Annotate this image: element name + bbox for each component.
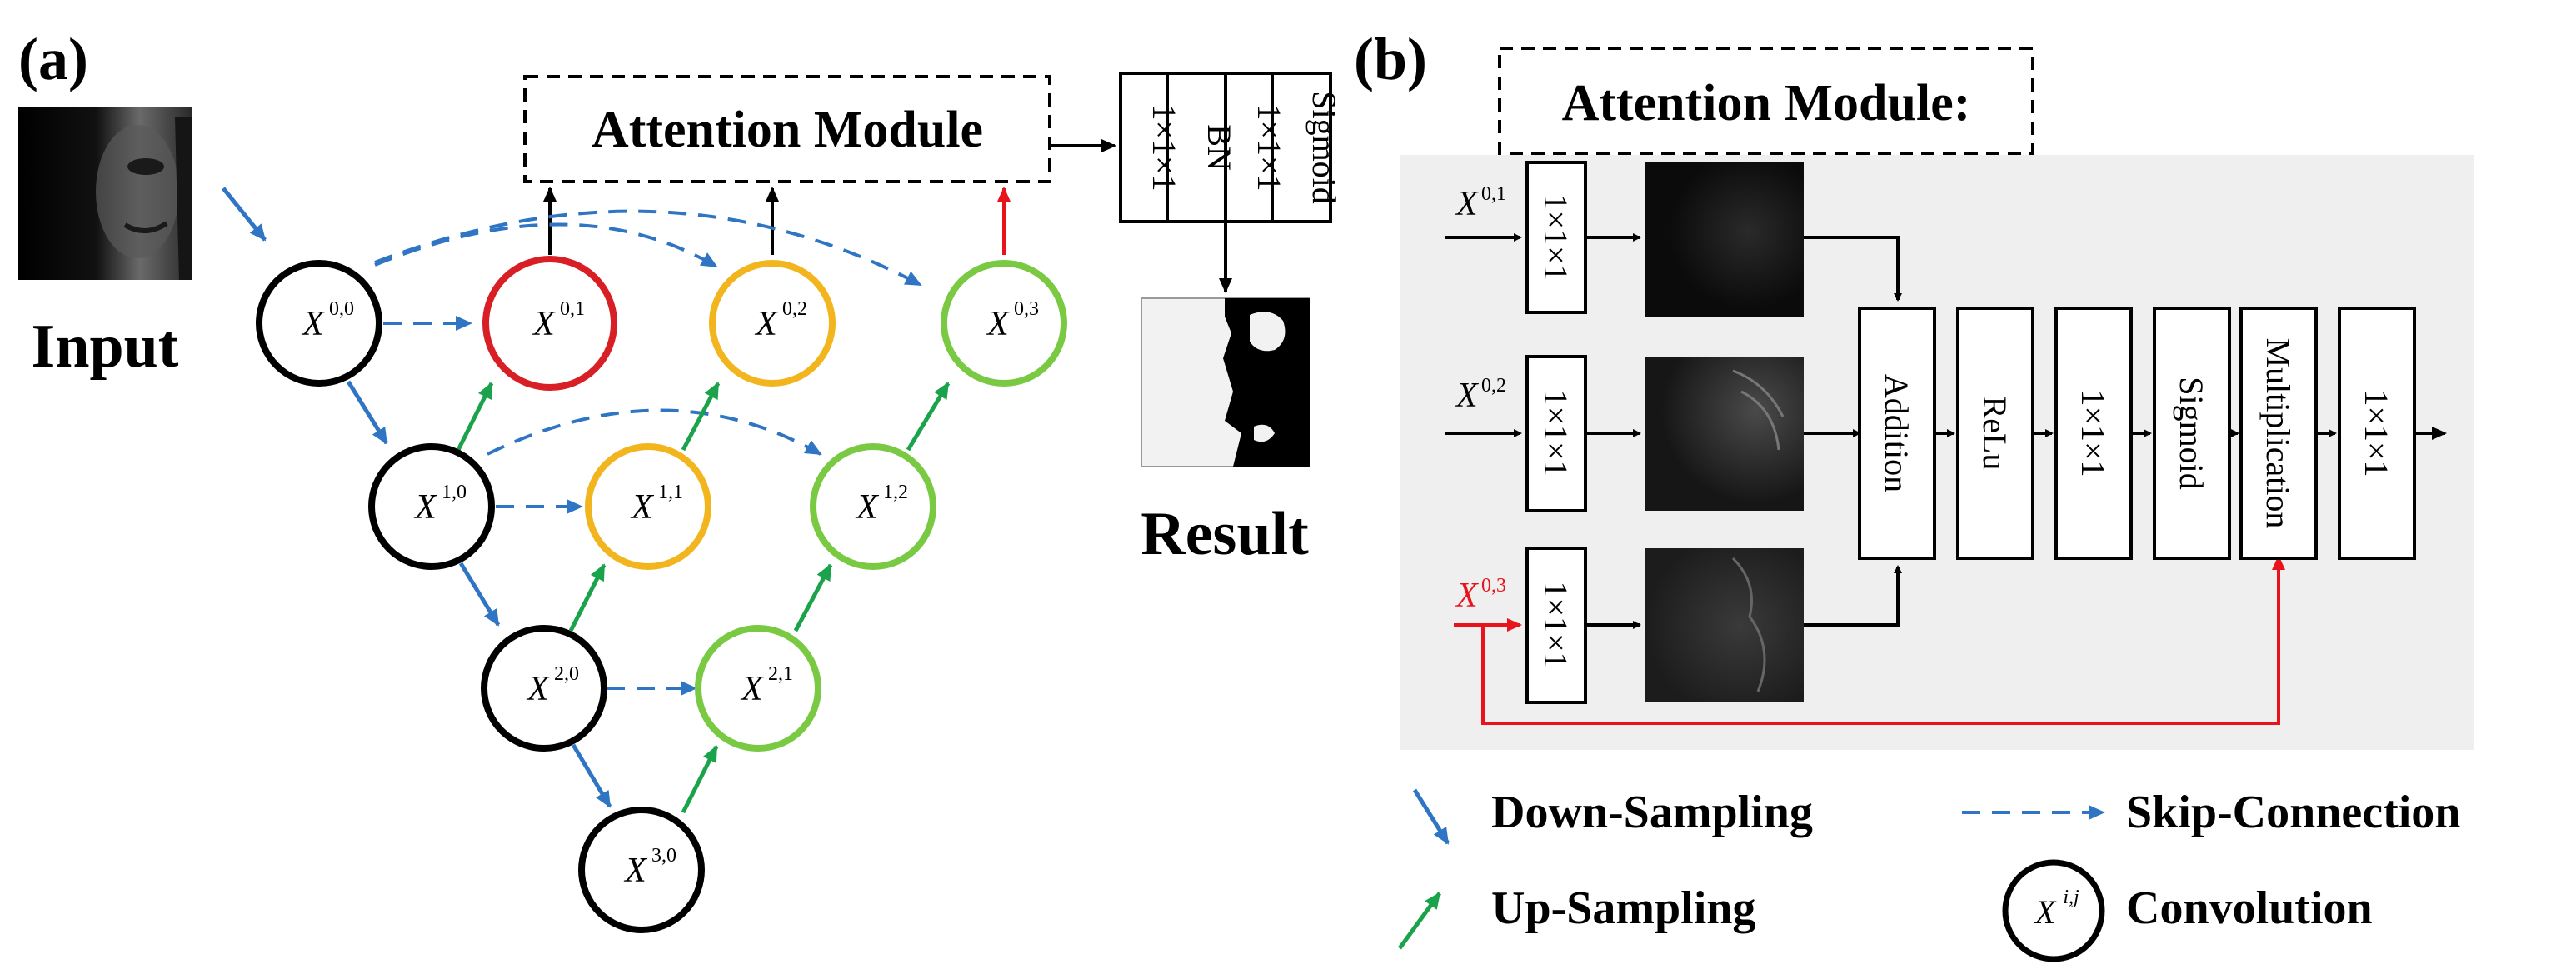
node-x30-base: X xyxy=(623,852,648,890)
pipeline-addition: Addition xyxy=(1878,374,1915,492)
input-down-arrow xyxy=(222,187,267,242)
node-x30: X 3,0 xyxy=(578,807,705,933)
legend-up-icon xyxy=(1397,892,1442,950)
node-x20: X 2,0 xyxy=(481,625,607,752)
result-label: Result xyxy=(1141,500,1309,568)
attention-title-box xyxy=(1498,47,2034,155)
node-x12-base: X xyxy=(855,488,880,527)
side-stack: 1×1×1 BN 1×1×1 Sigmoid xyxy=(1119,72,1343,223)
node-x00-base: X xyxy=(301,305,326,343)
feature-map-2 xyxy=(1645,357,1804,511)
side-stack-item-3: Sigmoid xyxy=(1305,91,1343,204)
svg-text:X: X xyxy=(986,305,1011,343)
node-x03-sup: 0,3 xyxy=(1014,298,1039,320)
panel-b-label: (b) xyxy=(1354,26,1427,92)
node-x12: X 1,2 xyxy=(810,443,936,570)
pipeline-relu: ReLu xyxy=(1976,397,2014,471)
svg-text:X: X xyxy=(301,305,326,343)
skip-connections xyxy=(374,209,922,696)
node-x30-sup: 3,0 xyxy=(651,845,676,867)
legend-down-icon xyxy=(1412,788,1450,845)
input-x03-conv: 1×1×1 xyxy=(1537,581,1575,668)
svg-text:X: X xyxy=(855,488,880,527)
node-x10: X 1,0 xyxy=(368,443,495,570)
feature-map-1 xyxy=(1645,162,1804,317)
input-x01-sup: 0,1 xyxy=(1481,183,1506,205)
input-x02-conv: 1×1×1 xyxy=(1537,389,1575,477)
legend: Down-Sampling Skip-Connection Up-Samplin… xyxy=(1397,787,2460,962)
node-x03-base: X xyxy=(986,305,1011,343)
attention-module-label: Attention Module xyxy=(592,102,983,158)
node-x01-base: X xyxy=(532,305,557,343)
legend-skip-label: Skip-Connection xyxy=(2126,787,2460,838)
panel-a-label: (a) xyxy=(18,26,88,92)
node-x02: X 0,2 xyxy=(709,260,836,387)
node-x21-sup: 2,1 xyxy=(768,663,793,685)
legend-conv-sup: i,j xyxy=(2063,887,2079,908)
attention-title: Attention Module: xyxy=(1562,75,1971,132)
node-x20-sup: 2,0 xyxy=(554,663,579,685)
node-x20-base: X xyxy=(526,670,551,708)
node-x21-base: X xyxy=(740,670,765,708)
input-x01-base: X xyxy=(1455,185,1480,223)
side-stack-item-2: 1×1×1 xyxy=(1251,103,1288,191)
input-x02-sup: 0,2 xyxy=(1481,375,1506,397)
svg-text:X: X xyxy=(754,305,779,343)
node-x01: X 0,1 xyxy=(482,256,617,391)
result-mask-image xyxy=(1141,297,1310,467)
input-x02-base: X xyxy=(1455,377,1480,415)
legend-up-label: Up-Sampling xyxy=(1491,882,1755,934)
node-x01-sup: 0,1 xyxy=(560,298,585,320)
legend-conv-label: Convolution xyxy=(2126,882,2373,934)
svg-text:X: X xyxy=(630,488,655,527)
legend-conv-base: X xyxy=(2034,893,2057,931)
input-row-x01: X 0,1 1×1×1 xyxy=(1445,161,1902,317)
pipeline-conv2: 1×1×1 xyxy=(2358,389,2395,477)
node-x11: X 1,1 xyxy=(585,443,711,570)
node-x03: X 0,3 xyxy=(941,260,1067,387)
feature-map-3 xyxy=(1645,548,1804,702)
down-sampling-arrows xyxy=(346,380,612,808)
input-label: Input xyxy=(32,312,179,381)
node-x02-base: X xyxy=(754,305,779,343)
svg-text:X: X xyxy=(413,488,438,527)
pipeline-sigmoid: Sigmoid xyxy=(2173,377,2210,490)
node-x00: X 0,0 xyxy=(256,260,382,387)
pipeline: Addition ReLu 1×1×1 Sigmoid Multiplicati… xyxy=(1858,307,2447,560)
side-stack-item-1: BN xyxy=(1201,124,1238,171)
node-x10-sup: 1,0 xyxy=(442,482,467,503)
up-sampling-arrows xyxy=(456,382,951,814)
node-x00-sup: 0,0 xyxy=(329,298,354,320)
input-x03-sup: 0,3 xyxy=(1481,575,1506,597)
input-row-x03: X 0,3 1×1×1 xyxy=(1454,547,2285,725)
svg-text:X: X xyxy=(623,852,648,890)
node-x11-base: X xyxy=(630,488,655,527)
input-row-x02: X 0,2 1×1×1 xyxy=(1445,355,1861,512)
node-x21: X 2,1 xyxy=(695,625,821,752)
node-x12-sup: 1,2 xyxy=(883,482,908,503)
svg-text:X: X xyxy=(526,670,551,708)
input-face-image xyxy=(18,107,192,280)
legend-down-label: Down-Sampling xyxy=(1491,787,1813,838)
pipeline-multiplication: Multiplication xyxy=(2259,338,2297,529)
side-stack-item-0: 1×1×1 xyxy=(1146,103,1183,191)
node-x02-sup: 0,2 xyxy=(782,298,807,320)
svg-text:X: X xyxy=(740,670,765,708)
node-x11-sup: 1,1 xyxy=(658,482,683,503)
input-x03-base: X xyxy=(1455,577,1480,615)
pipeline-conv1: 1×1×1 xyxy=(2074,389,2112,477)
svg-text:X: X xyxy=(532,305,557,343)
node-x10-base: X xyxy=(413,488,438,527)
input-x01-conv: 1×1×1 xyxy=(1537,193,1575,281)
legend-conv-icon xyxy=(2002,859,2105,962)
attention-module-box xyxy=(523,75,1051,183)
